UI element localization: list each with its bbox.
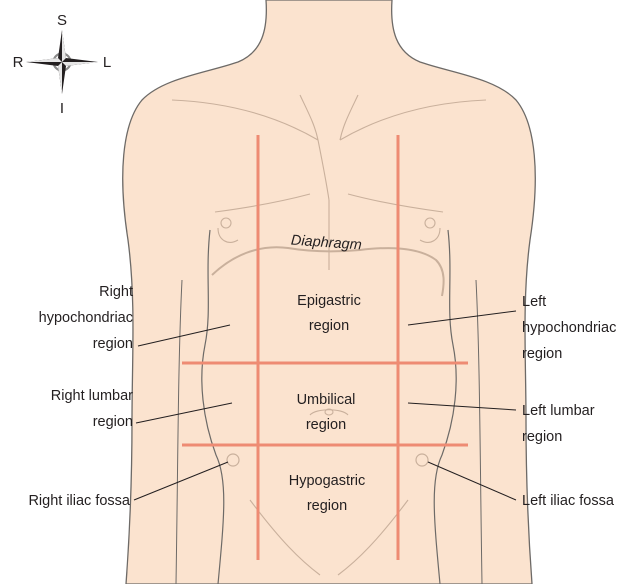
- compass-inferior-label: I: [60, 100, 64, 117]
- umbilical-label-line2: region: [306, 417, 346, 433]
- left-hypochondriac-label-line1: Left: [522, 294, 546, 310]
- compass-superior-label: S: [57, 12, 67, 29]
- left-lumbar-label-line2: region: [522, 429, 562, 445]
- right-lumbar-label-line1: Right lumbar: [51, 388, 133, 404]
- right-iliac-label: Right iliac fossa: [28, 493, 130, 509]
- umbilical-label-line1: Umbilical: [297, 392, 356, 408]
- right-hypochondriac-label-line2: hypochondriac: [39, 310, 133, 326]
- left-hypochondriac-label-line3: region: [522, 346, 562, 362]
- right-lumbar-label-line2: region: [93, 414, 133, 430]
- compass-left-label: L: [103, 54, 111, 71]
- left-lumbar-label-line1: Left lumbar: [522, 403, 595, 419]
- right-hypochondriac-label-line3: region: [93, 336, 133, 352]
- compass-rose: S I R L: [13, 12, 112, 117]
- compass-right-label: R: [13, 54, 24, 71]
- epigastric-label-line1: Epigastric: [297, 293, 361, 309]
- left-iliac-label: Left iliac fossa: [522, 493, 615, 509]
- hypogastric-label-line1: Hypogastric: [289, 473, 366, 489]
- right-hypochondriac-label-line1: Right: [99, 284, 133, 300]
- hypogastric-label-line2: region: [307, 498, 347, 514]
- epigastric-label-line2: region: [309, 318, 349, 334]
- left-hypochondriac-label-line2: hypochondriac: [522, 320, 616, 336]
